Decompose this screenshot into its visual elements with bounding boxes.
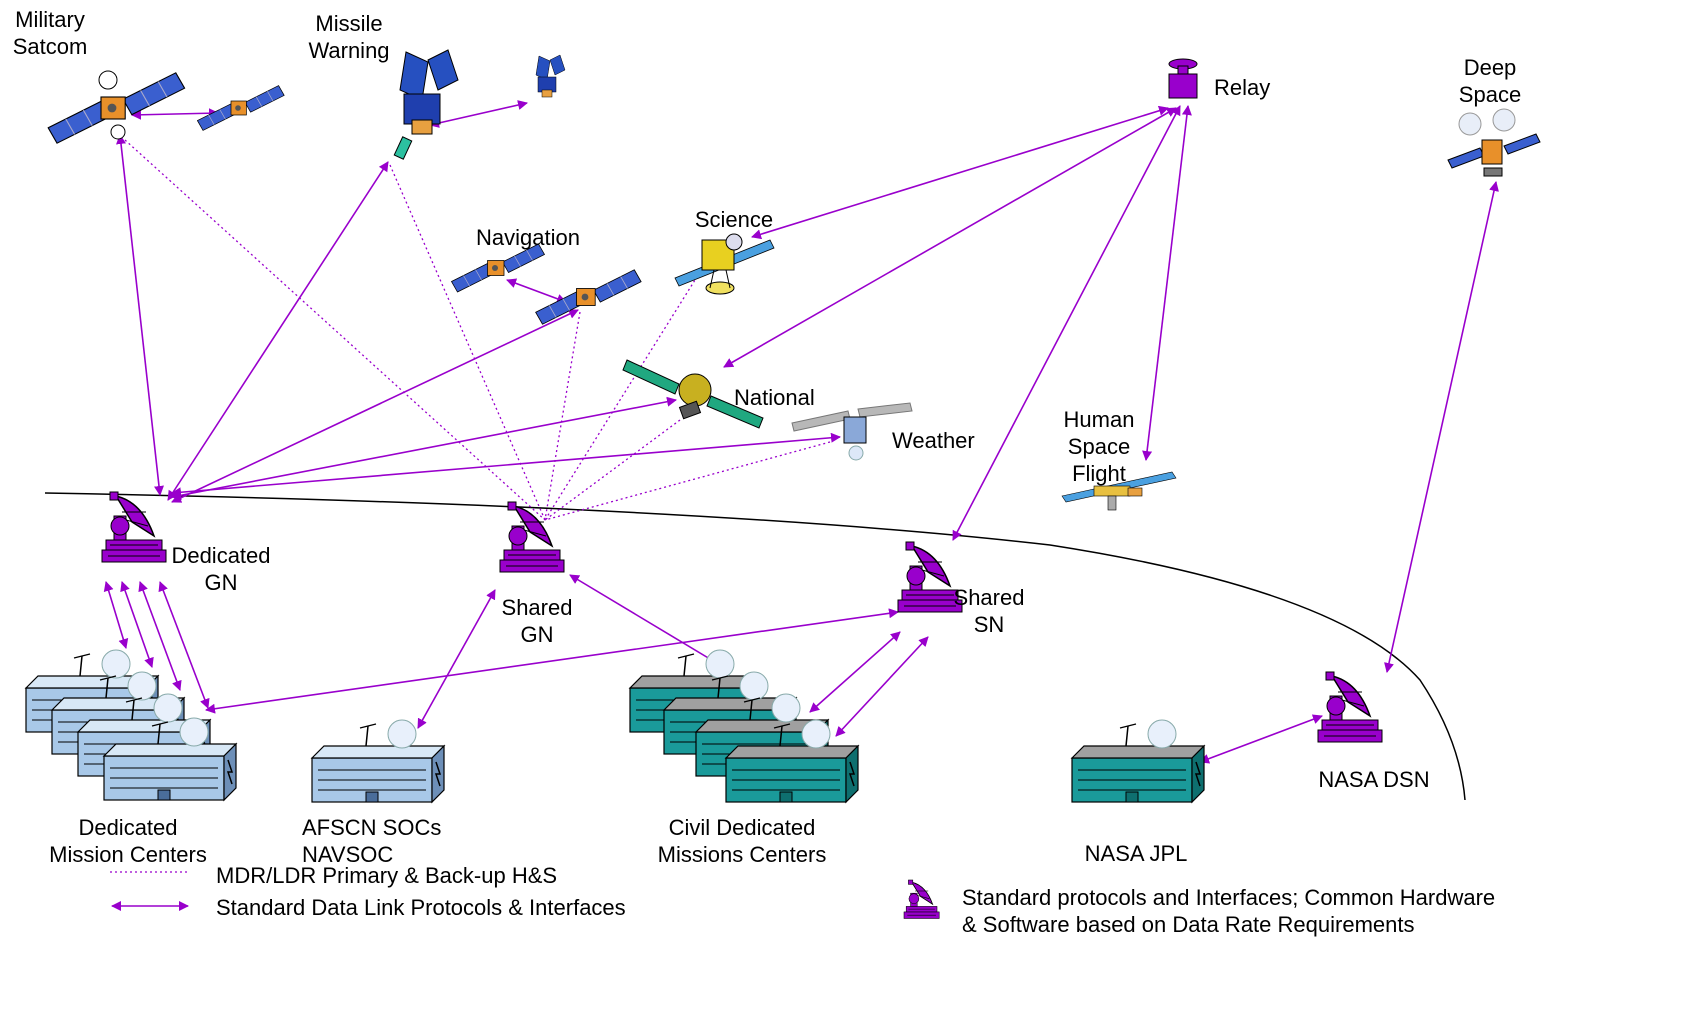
deep-space-satellite-icon: [1447, 108, 1541, 177]
dedicated-mission-centers-icon: [25, 649, 237, 801]
dedicated-mission-centers-label: Dedicated Mission Centers: [49, 815, 207, 867]
afscn-socs-building-icon: [311, 719, 445, 803]
link-milsatcom-dedgn: [116, 134, 164, 496]
link-sharedsn-dedcenters: [205, 608, 899, 714]
link-dedgn-center-1: [103, 581, 129, 649]
dotted-link: [389, 164, 546, 521]
link-milsatcom-crosslink: [131, 108, 219, 120]
science-label: Science: [694, 207, 774, 232]
military-satcom-primary-icon: [47, 70, 186, 144]
relay-label: Relay: [1214, 75, 1271, 100]
dotted-link: [124, 139, 546, 521]
link-deepspace-dsn: [1384, 181, 1499, 673]
link-national-dedgn: [171, 396, 677, 501]
nasa-jpl-building-icon: [1071, 719, 1205, 803]
missile-warning-secondary-icon: [535, 54, 566, 98]
weather-satellite-icon: [791, 402, 913, 461]
shared-sn-label: Shared SN: [953, 585, 1025, 637]
link-relay-science: [751, 105, 1169, 240]
legend-antenna-icon: [903, 879, 940, 919]
link-weather-dedgn: [171, 432, 841, 498]
missile-warning-label: Missile Warning: [308, 11, 390, 63]
civil-dedicated-centers-label: Civil Dedicated Missions Centers: [657, 815, 827, 867]
dedicated-gn-antenna-icon: [101, 491, 167, 563]
weather-label: Weather: [892, 428, 975, 453]
human-space-flight-label: Human Space Flight: [1063, 407, 1135, 486]
national-label: National: [734, 385, 815, 410]
dotted-link: [544, 311, 581, 521]
link-sharedgn-afscn: [417, 589, 496, 729]
human-space-flight-icon: [1061, 471, 1177, 511]
shared-gn-label: Shared GN: [501, 595, 573, 647]
national-satellite-icon: [622, 359, 764, 429]
nasa-dsn-label: NASA DSN: [1318, 767, 1430, 792]
nasa-jpl-label: NASA JPL: [1084, 841, 1188, 866]
afscn-socs-label: AFSCN SOCs NAVSOC: [302, 815, 442, 867]
missile-warning-primary-icon: [393, 49, 459, 160]
navigation-label: Navigation: [476, 225, 580, 250]
data-links: [103, 100, 1499, 911]
link-nav-crosslink: [506, 278, 567, 304]
relay-satellite-icon: [1168, 58, 1198, 99]
dotted-link: [544, 441, 831, 521]
civil-dedicated-centers-icon: [629, 649, 859, 803]
link-nav-dedgn: [171, 309, 579, 503]
link-dedgn-center-4: [158, 581, 210, 709]
legend-arrow-label: Standard Data Link Protocols & Interface…: [216, 895, 626, 920]
nasa-dsn-antenna-icon: [1317, 671, 1383, 743]
navigation-primary-icon: [451, 243, 545, 293]
link-sharedgn-civil: [569, 574, 721, 666]
military-satcom-label: Military Satcom: [12, 7, 88, 59]
earth-horizon: [44, 492, 1466, 801]
legend-dotted-label: MDR/LDR Primary & Back-up H&S: [216, 863, 558, 888]
legend-antenna-label: Standard protocols and Interfaces; Commo…: [962, 885, 1496, 937]
link-sharedsn-civil-1: [809, 631, 901, 713]
deep-space-label: Deep Space: [1458, 55, 1522, 107]
dedicated-gn-label: Dedicated GN: [171, 543, 271, 595]
link-missile-dedgn: [167, 161, 389, 501]
link-relay-national: [723, 107, 1177, 368]
link-relay-sharedsn: [952, 105, 1181, 541]
link-sharedsn-civil-2: [835, 636, 929, 737]
dotted-link: [544, 419, 681, 521]
military-satcom-secondary-icon: [197, 85, 285, 131]
link-jpl-dsn: [1199, 714, 1323, 764]
science-satellite-icon: [674, 233, 775, 295]
dotted-link: [544, 271, 701, 521]
link-missile-crosslink: [429, 100, 528, 128]
